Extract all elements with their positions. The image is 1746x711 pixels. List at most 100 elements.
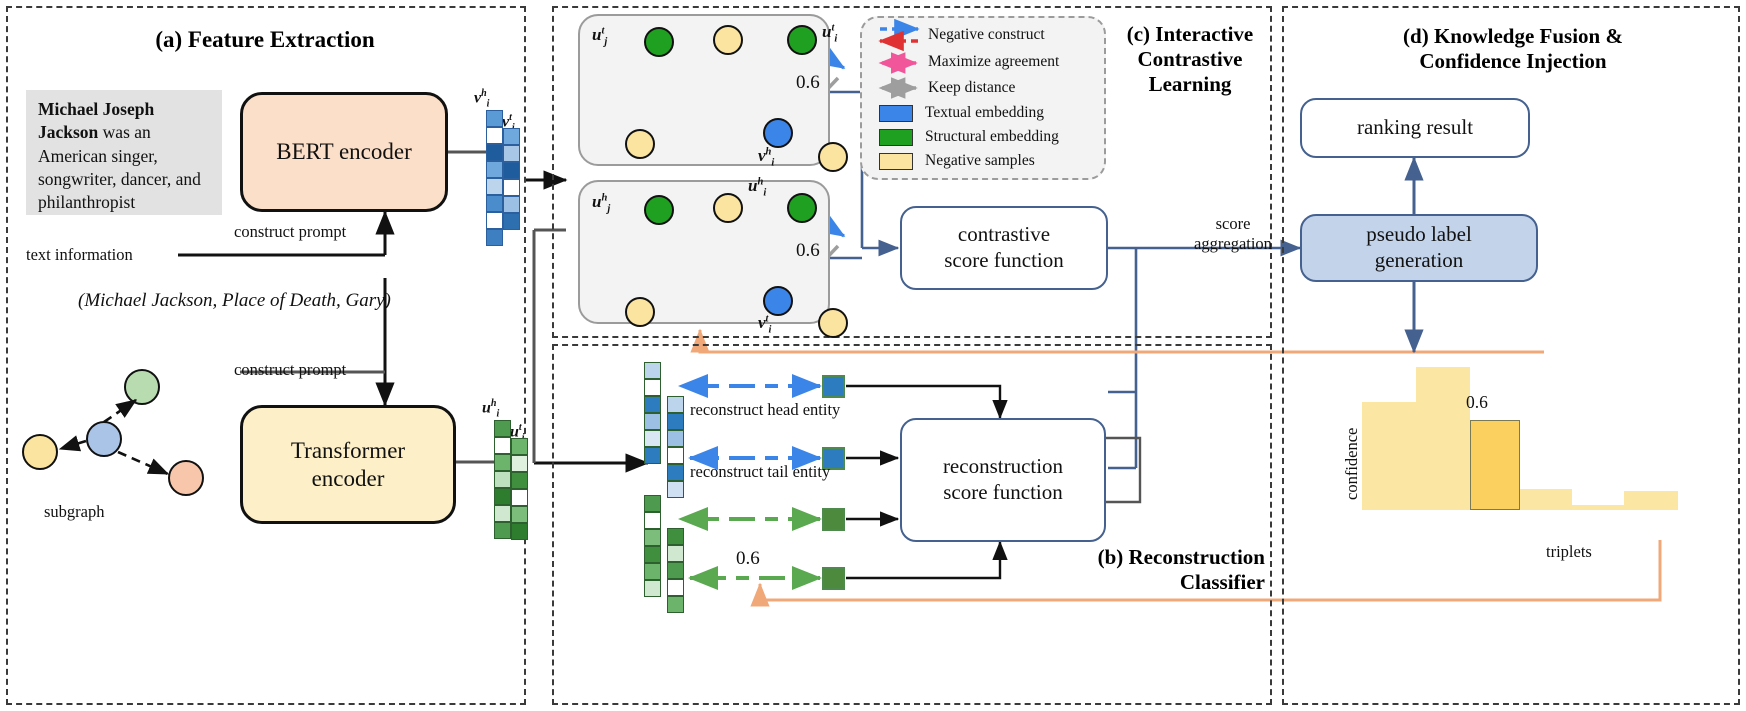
chart-bar-4 xyxy=(1572,505,1624,510)
panel-b-title: (b) Reconstruction Classifier xyxy=(1015,545,1265,595)
v-tail-vector xyxy=(503,128,520,230)
recon-target-head-square xyxy=(822,375,845,398)
graph-bottom-label-vi: vti xyxy=(758,313,772,336)
legend-row-negative-construct: Negative construct xyxy=(928,26,1045,44)
graph-top-node-neg1 xyxy=(713,25,743,55)
graph-top-node-uj xyxy=(644,27,674,57)
reconstruct-tail-entity-label: reconstruct tail entity xyxy=(690,462,831,481)
triple-text: (Michael Jackson, Place of Death, Gary) xyxy=(78,290,391,311)
chart-bar-2 xyxy=(1470,420,1520,510)
graph-top-node-ui xyxy=(787,25,817,55)
recon-target-tail-square xyxy=(822,447,845,470)
u-head-vector xyxy=(494,420,511,539)
recon-blue-vector-a xyxy=(644,362,661,464)
graph-top-label-uj: utj xyxy=(592,25,608,48)
legend-swatch-structural xyxy=(879,128,913,146)
recon-green-vector-a xyxy=(644,495,661,597)
chart-ylabel: confidence xyxy=(1342,427,1361,500)
legend-row-negative-samples: Negative samples xyxy=(879,152,1035,170)
v-head-vector xyxy=(486,110,503,246)
subgraph-node-orange xyxy=(168,460,204,496)
panel-c-title-line1: (c) Interactive xyxy=(1126,22,1254,46)
score-aggregation-label: score aggregation xyxy=(1178,214,1288,254)
construct-prompt-top-label: construct prompt xyxy=(234,222,347,241)
graph-bottom-label-ui: uhi xyxy=(748,176,767,199)
graph-top-label-ui: uti xyxy=(822,22,838,45)
legend-row-maximize-agreement: Maximize agreement xyxy=(928,53,1059,71)
graph-bottom-node-neg1 xyxy=(713,193,743,223)
v-head-label: vhi xyxy=(474,88,490,110)
bert-encoder-label: BERT encoder xyxy=(276,139,412,165)
legend-swatch-textual xyxy=(879,104,913,122)
legend-label-structural-embedding: Structural embedding xyxy=(925,128,1059,145)
panel-c-title-line3: Learning xyxy=(1148,71,1232,96)
reconstruction-score-function-label: reconstruction score function xyxy=(942,454,1064,504)
chart-bar-1 xyxy=(1416,367,1470,510)
chart-bar-value-highlight: 0.6 xyxy=(1466,392,1488,412)
transformer-encoder-label: Transformer encoder xyxy=(290,437,406,491)
panel-b-title-line2: Classifier xyxy=(1179,569,1265,594)
legend-row-textual-embedding: Textual embedding xyxy=(879,104,1044,122)
chart-bar-3 xyxy=(1520,489,1572,510)
ranking-result-label: ranking result xyxy=(1356,115,1474,140)
graph-bottom-label-uj: uhj xyxy=(592,192,611,215)
panel-b-title-line1: (b) Reconstruction xyxy=(1097,545,1265,569)
recon-green-vector-b xyxy=(667,528,684,613)
chart-bar-5 xyxy=(1624,491,1678,510)
legend-label-negative-construct: Negative construct xyxy=(928,26,1045,43)
legend-row-keep-distance: Keep distance xyxy=(928,79,1015,97)
legend-label-keep-distance: Keep distance xyxy=(928,79,1016,96)
legend-label-negative-samples: Negative samples xyxy=(925,152,1035,169)
chart-bars xyxy=(1362,360,1678,510)
graph-bottom-node-neg3 xyxy=(818,308,848,338)
legend-row-structural-embedding: Structural embedding xyxy=(879,128,1059,146)
contrastive-score-function-label: contrastive score function xyxy=(944,222,1064,272)
construct-prompt-bottom-label: construct prompt xyxy=(234,360,347,379)
graph-top-node-vi xyxy=(763,118,793,148)
graph-bottom-node-vi xyxy=(763,286,793,316)
panel-d-frame xyxy=(1282,6,1740,705)
u-head-label: uhi xyxy=(482,398,500,420)
panel-c-frame xyxy=(552,6,1272,338)
graph-bottom-node-ui xyxy=(787,193,817,223)
graph-bottom-score: 0.6 xyxy=(796,240,820,261)
graph-top-label-vi: vhi xyxy=(758,146,775,169)
recon-target-green-square-2 xyxy=(822,567,845,590)
subgraph-label: subgraph xyxy=(44,502,105,521)
confidence-bar-chart: confidence 0.6 xyxy=(1330,360,1710,530)
panel-d-title-line2: Confidence Injection xyxy=(1419,48,1607,73)
graph-top-score: 0.6 xyxy=(796,72,820,93)
text-information-label: text information xyxy=(26,245,133,264)
recon-blue-vector-b xyxy=(667,396,684,498)
transformer-encoder-box[interactable]: Transformer encoder xyxy=(240,405,456,524)
text-entity-rest: was an American singer, songwriter, danc… xyxy=(38,122,201,213)
panel-c-title: (c) Interactive Contrastive Learning xyxy=(1110,22,1270,96)
bert-encoder-box[interactable]: BERT encoder xyxy=(240,92,448,212)
pseudo-label-generation-label: pseudo label generation xyxy=(1366,222,1472,272)
score-aggregation-line1: score xyxy=(1215,214,1251,233)
graph-bottom-node-uj xyxy=(644,195,674,225)
contrastive-score-function-box[interactable]: contrastive score function xyxy=(900,206,1108,290)
u-tail-vector xyxy=(511,438,528,540)
graph-bottom-node-neg2 xyxy=(625,297,655,327)
graph-top-node-neg3 xyxy=(818,142,848,172)
legend-label-maximize-agreement: Maximize agreement xyxy=(928,53,1060,70)
reconstruction-score-function-box[interactable]: reconstruction score function xyxy=(900,418,1106,542)
reconstruction-score-value: 0.6 xyxy=(736,548,760,569)
text-information-box: Michael Joseph Jackson was an American s… xyxy=(26,90,222,215)
chart-xlabel: triplets xyxy=(1546,542,1592,561)
graph-top-node-neg2 xyxy=(625,129,655,159)
legend-label-textual-embedding: Textual embedding xyxy=(925,104,1045,121)
ranking-result-box[interactable]: ranking result xyxy=(1300,98,1530,158)
subgraph-node-yellow xyxy=(22,434,58,470)
panel-b-frame xyxy=(552,344,1272,705)
subgraph-node-center xyxy=(86,421,122,457)
chart-bar-0 xyxy=(1362,402,1416,510)
legend-swatch-negative xyxy=(879,152,913,170)
panel-a-frame xyxy=(6,6,526,705)
score-aggregation-line2: aggregation xyxy=(1194,233,1272,253)
pseudo-label-generation-box[interactable]: pseudo label generation xyxy=(1300,214,1538,282)
panel-c-title-line2: Contrastive xyxy=(1137,46,1243,71)
panel-d-title-line1: (d) Knowledge Fusion & xyxy=(1403,24,1623,48)
